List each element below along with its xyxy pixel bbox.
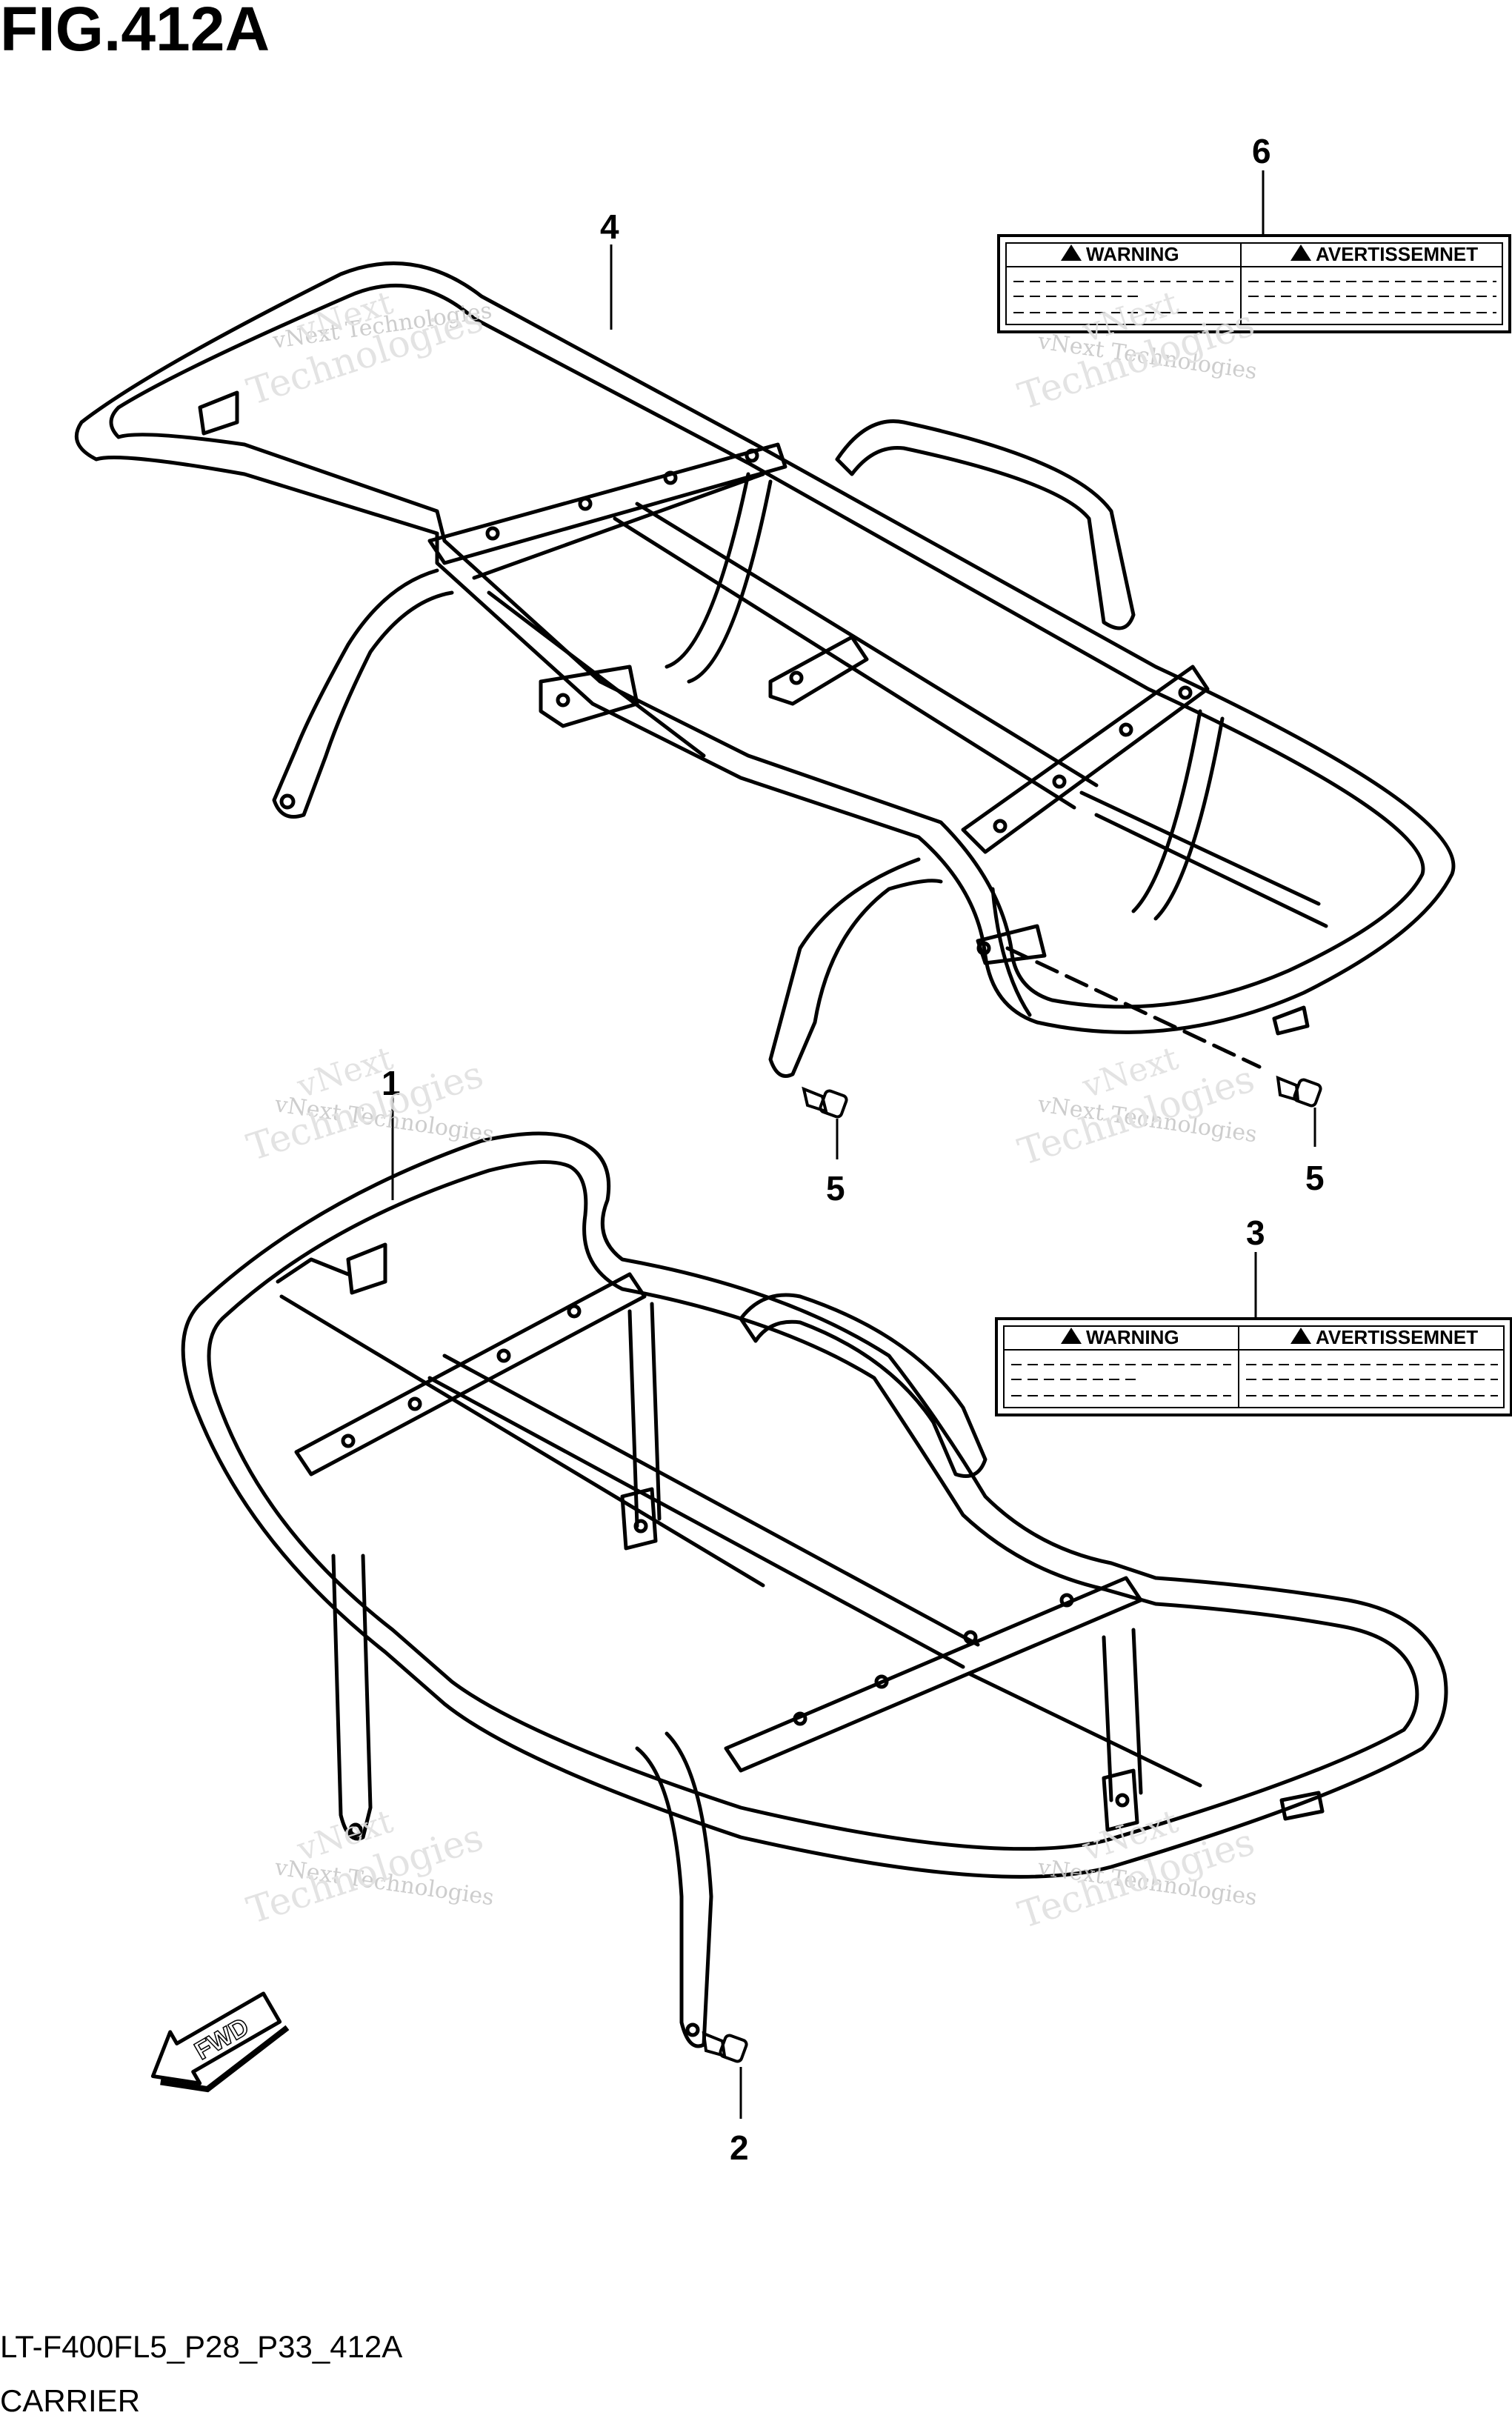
avertissement-text: AVERTISSEMNET — [1316, 243, 1478, 265]
callout-5-right: 5 — [1305, 1159, 1325, 1197]
warning-label-part-6: WARNING AVERTISSEMNET — [997, 234, 1511, 333]
warning-label-part-3: WARNING AVERTISSEMNET — [995, 1317, 1512, 1416]
bolt-5-left — [802, 1086, 848, 1119]
leader-lines — [391, 170, 1316, 2119]
callout-2: 2 — [730, 2128, 749, 2167]
section-name: CARRIER — [0, 2383, 140, 2418]
warning-triangle-icon — [1061, 1328, 1082, 1344]
callout-4: 4 — [600, 207, 619, 246]
figure-title: FIG.412A — [0, 0, 270, 64]
warning-triangle-icon — [1290, 1328, 1311, 1344]
front-carrier-part-4 — [74, 262, 1456, 1078]
callout-6: 6 — [1252, 132, 1271, 170]
warning-text: WARNING — [1086, 243, 1179, 265]
callout-5-left: 5 — [826, 1169, 845, 1208]
forward-arrow-icon: FWD — [150, 1991, 290, 2093]
warning-triangle-icon — [1290, 244, 1311, 261]
bolt-5-right — [1276, 1075, 1322, 1108]
callout-1: 1 — [382, 1064, 401, 1102]
rear-carrier-part-1 — [181, 1131, 1448, 2048]
warning-triangle-icon — [1061, 244, 1082, 261]
bolt-2 — [702, 2031, 748, 2063]
model-code: LT-F400FL5_P28_P33_412A — [0, 2329, 402, 2364]
callout-3: 3 — [1246, 1213, 1265, 1252]
avertissement-text: AVERTISSEMNET — [1316, 1326, 1478, 1348]
warning-text: WARNING — [1086, 1326, 1179, 1348]
